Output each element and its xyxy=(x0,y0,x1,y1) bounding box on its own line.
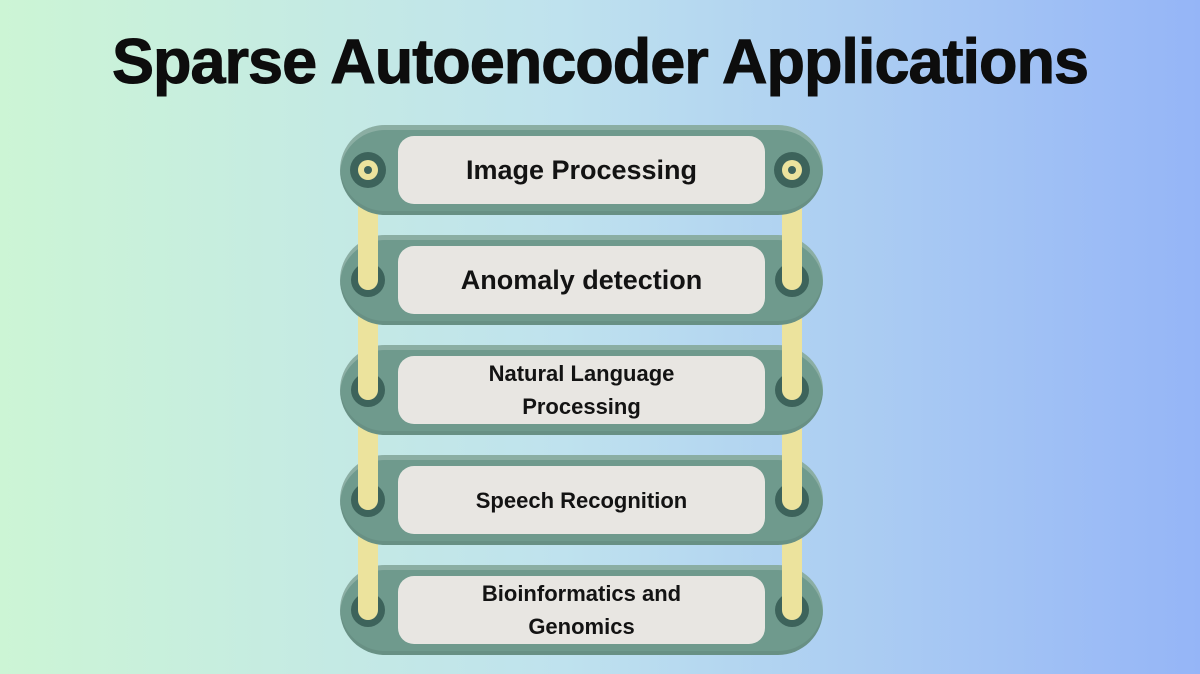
connector-strap xyxy=(358,425,378,510)
application-label: Image Processing xyxy=(465,155,698,185)
connector-strap xyxy=(782,315,802,400)
application-label-box: Image Processing xyxy=(398,136,765,204)
grommet-icon xyxy=(774,152,810,188)
connector-strap xyxy=(358,205,378,290)
application-pill: Natural Language Processing xyxy=(340,345,823,435)
grommet-hole-icon xyxy=(364,166,372,174)
application-label-box: Bioinformatics and Genomics xyxy=(398,576,765,644)
application-label: Anomaly detection xyxy=(460,265,703,295)
application-pill: Bioinformatics and Genomics xyxy=(340,565,823,655)
connector-strap xyxy=(782,535,802,620)
application-pill: Speech Recognition xyxy=(340,455,823,545)
connector-strap xyxy=(782,205,802,290)
application-label-box: Speech Recognition xyxy=(398,466,765,534)
application-list: Image Processing Anomaly detection Natur… xyxy=(340,0,823,674)
grommet-ring-icon xyxy=(358,160,378,180)
grommet-hole-icon xyxy=(788,166,796,174)
application-label: Natural Language Processing xyxy=(488,361,675,419)
connector-strap xyxy=(358,535,378,620)
grommet-ring-icon xyxy=(782,160,802,180)
application-pill: Anomaly detection xyxy=(340,235,823,325)
page-title: Sparse Autoencoder Applications xyxy=(111,27,1089,98)
connector-strap xyxy=(358,315,378,400)
application-label: Bioinformatics and Genomics xyxy=(481,581,682,639)
application-label-box: Natural Language Processing xyxy=(398,356,765,424)
connector-strap xyxy=(782,425,802,510)
application-pill: Image Processing xyxy=(340,125,823,215)
application-label-box: Anomaly detection xyxy=(398,246,765,314)
grommet-icon xyxy=(350,152,386,188)
application-label: Speech Recognition xyxy=(475,487,688,513)
